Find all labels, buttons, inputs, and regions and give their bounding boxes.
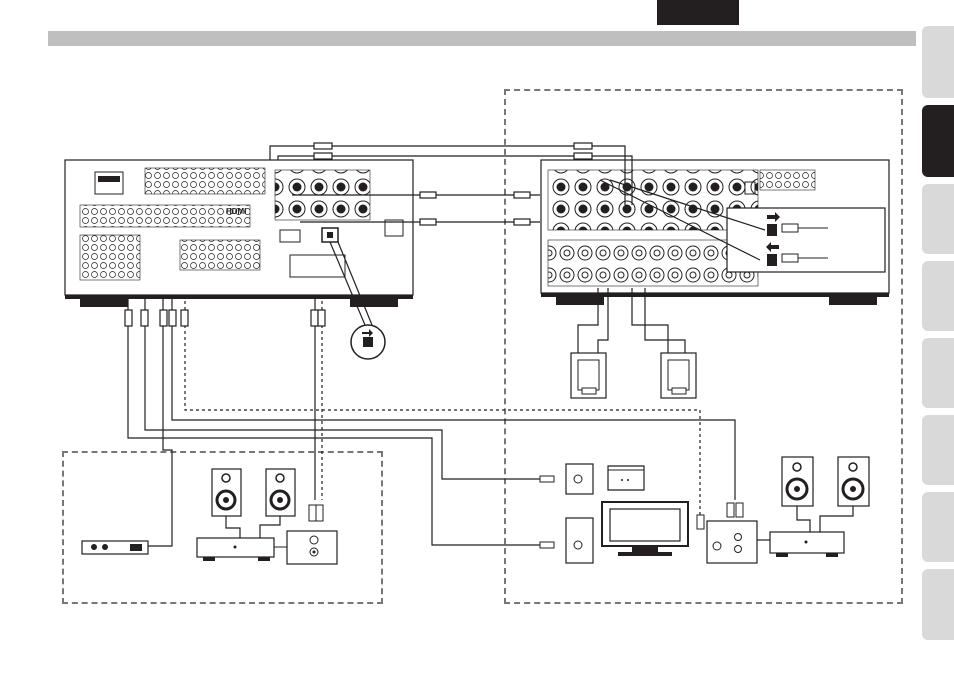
receiver-hdmi-label: HDMI	[226, 207, 246, 216]
language-tab[interactable]	[657, 0, 739, 25]
cables	[124, 142, 766, 547]
zone2-dashed-frame	[62, 451, 383, 604]
zone-av-input-panel	[274, 504, 338, 565]
side-tab-4[interactable]	[922, 261, 954, 331]
monitor-input-panel	[539, 517, 594, 564]
main-zone-dashed-frame	[504, 89, 903, 604]
av-receiver-rear-panel: HDMI	[64, 159, 414, 307]
side-navigation	[922, 26, 954, 640]
zone-amplifier	[196, 537, 275, 561]
front-right-speaker	[660, 352, 697, 399]
set-top-box-input-panel	[539, 463, 594, 495]
zone2-speaker-wires	[225, 516, 281, 540]
zone-ir-receiver	[81, 540, 149, 555]
video-monitor	[601, 501, 689, 556]
zone-powered-speaker-left	[211, 468, 242, 517]
side-tab-5[interactable]	[922, 338, 954, 408]
side-tab-8[interactable]	[922, 569, 954, 640]
side-tab-2[interactable]	[922, 105, 954, 177]
side-tab-1[interactable]	[922, 26, 954, 98]
side-tab-6[interactable]	[922, 415, 954, 485]
zone3-speaker-wires	[757, 506, 854, 541]
section-header-bar	[48, 31, 916, 46]
amplifier-connector-inset	[726, 207, 886, 273]
zone3-speaker-left	[781, 456, 814, 507]
zone3-speaker-right	[837, 456, 870, 507]
set-top-box	[607, 465, 645, 491]
front-left-speaker	[570, 352, 607, 399]
zone-powered-speaker-right	[265, 468, 296, 517]
side-tab-3[interactable]	[922, 184, 954, 254]
switch-detail-callout	[350, 324, 386, 360]
zone3-amplifier	[769, 531, 845, 557]
zone3-input-panel	[696, 502, 758, 564]
side-tab-7[interactable]	[922, 492, 954, 562]
